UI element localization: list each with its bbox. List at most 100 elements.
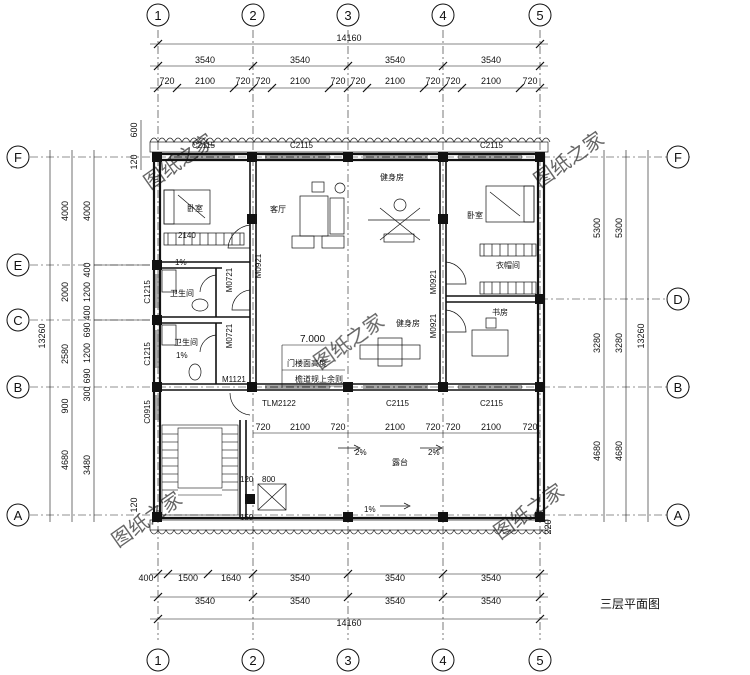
dim-top-sub-4: 720: [255, 76, 270, 86]
dim-top-sub-7: 720: [350, 76, 365, 86]
room-fitness-mid: 健身房: [396, 318, 420, 328]
axis-bubbles: [6, 3, 690, 672]
dim-top-sub-8: 2100: [385, 76, 405, 86]
dim-left-main-1: 4000: [60, 201, 70, 221]
room-living: 客厅: [270, 204, 286, 214]
annotation-labels: 1% 1% 2% 2% 1% 7.000 门楼面高度 檐道规上余则 800 12…: [175, 258, 440, 522]
code-m0721-a: M0721: [225, 267, 234, 292]
room-bedroom-left: 卧室: [187, 203, 203, 213]
top-dimension-text: 14160 3540 3540 3540 3540 720 2100 720 7…: [138, 33, 537, 628]
dim-left-main-5: 4680: [60, 450, 70, 470]
dim-mid-sub-2: 2100: [290, 422, 310, 432]
dim-bottom-bay-4: 3540: [481, 596, 501, 606]
study-furniture: [471, 317, 509, 357]
windows: [155, 155, 522, 420]
left-dimension-lines: [49, 120, 150, 522]
dim-top-sub-3: 720: [235, 76, 250, 86]
dim-right-inner-3: 4680: [592, 441, 602, 461]
room-closet: 衣帽间: [496, 260, 520, 270]
axis-label-col-3: 3: [344, 8, 351, 23]
code-c2115-top-3: C2115: [480, 141, 504, 150]
living-room-furniture: [291, 181, 346, 249]
axis-label-col-5: 5: [536, 8, 543, 23]
dim-bottom-sub-4: 3540: [290, 573, 310, 583]
dim-bottom-bay-3: 3540: [385, 596, 405, 606]
axis-label-row-e: E: [14, 258, 23, 273]
dim-left-inner-1: 4000: [82, 201, 92, 221]
dim-right-overall: 13260: [636, 323, 646, 348]
stairwell: [161, 424, 239, 516]
eave-note: 檐道规上余则: [295, 374, 343, 384]
dim-top-sub-6: 720: [330, 76, 345, 86]
bedroom-left-furniture: [163, 189, 245, 246]
dim-left-inner-5: 690: [82, 322, 92, 337]
room-bath2: 卫生间: [174, 337, 198, 347]
terrace-details: [257, 444, 443, 511]
code-c1215-b: C1215: [143, 342, 152, 366]
axis-label-col-2-bottom: 2: [249, 653, 256, 668]
dim-mid-sub-1: 720: [255, 422, 270, 432]
slope-mark-3: 2%: [355, 448, 367, 457]
dim-left-overall: 13260: [37, 323, 47, 348]
door-height-note: 门楼面高度: [287, 358, 327, 368]
room-labels: 卧室 客厅 健身房 卧室 衣帽间 卫生间 卫生间 健身房 书房 露台: [170, 172, 520, 467]
axis-grid-lines: [30, 30, 690, 640]
axis-label-row-b: B: [14, 380, 23, 395]
dim-top-sub-12: 720: [522, 76, 537, 86]
dim-top-sub-1: 720: [159, 76, 174, 86]
dim-left-inner-6: 1200: [82, 343, 92, 363]
right-dimension-lines: [603, 150, 649, 522]
axis-label-col-4: 4: [439, 8, 446, 23]
code-tlm2122: TLM2122: [262, 399, 296, 408]
width-120: 120: [240, 475, 254, 484]
dim-left-main-3: 2580: [60, 344, 70, 364]
dim-left-top-2: 120: [129, 154, 139, 169]
dim-bottom-sub-3: 1640: [221, 573, 241, 583]
width-150: 150: [240, 513, 254, 522]
code-2140: 2140: [178, 231, 196, 240]
bathroom-fixtures: [161, 269, 209, 381]
dim-mid-sub-6: 720: [445, 422, 460, 432]
room-terrace: 露台: [392, 457, 408, 467]
code-m1121: M1121: [222, 375, 246, 384]
gym-equipment: [359, 198, 430, 367]
drawing-title: 三层平面图: [600, 597, 660, 611]
watermark-5: 图纸之家: [490, 479, 569, 544]
code-c2115-bottom-2: C2115: [480, 399, 504, 408]
dim-bay-2: 3540: [290, 55, 310, 65]
axis-label-row-a: A: [14, 508, 23, 523]
axis-label-col-2: 2: [249, 8, 256, 23]
code-c2115-bottom-1: C2115: [386, 399, 410, 408]
dim-left-inner-7: 690: [82, 368, 92, 383]
dim-left-inner-3: 1200: [82, 282, 92, 302]
annotation-leaders: [281, 344, 350, 387]
code-c2115-top-2: C2115: [290, 141, 314, 150]
dim-mid-sub-7: 2100: [481, 422, 501, 432]
dim-left-inner-2: 400: [82, 262, 92, 277]
dim-bottom-sub-5: 3540: [385, 573, 405, 583]
room-bedroom-right: 卧室: [467, 210, 483, 220]
dim-bottom-bay-2: 3540: [290, 596, 310, 606]
dimension-ticks: [153, 39, 545, 624]
dim-overall-bottom: 14160: [336, 618, 361, 628]
room-fitness-top: 健身房: [380, 172, 404, 182]
slope-mark-4: 2%: [428, 448, 440, 457]
dim-right-main-3: 4680: [614, 441, 624, 461]
dim-left-inner-4: 400: [82, 305, 92, 320]
axis-label-row-c: C: [13, 313, 22, 328]
dim-right-inner-2: 3280: [592, 333, 602, 353]
dim-bay-3: 3540: [385, 55, 405, 65]
code-c0915: C0915: [143, 400, 152, 424]
code-m0721-b: M0721: [225, 323, 234, 348]
dim-top-sub-5: 2100: [290, 76, 310, 86]
axis-label-row-d: D: [673, 292, 682, 307]
element-codes: C2115 C2115 C2115 2140 C2115 C2115 TLM21…: [143, 141, 504, 424]
door-swings: [199, 224, 467, 416]
dim-right-main-2: 3280: [614, 333, 624, 353]
axis-label-col-4-bottom: 4: [439, 653, 446, 668]
axis-label-row-f-right: F: [674, 150, 682, 165]
dim-left-top-1: 600: [129, 122, 139, 137]
dim-left-main-2: 2000: [60, 282, 70, 302]
dim-mid-sub-8: 720: [522, 422, 537, 432]
slope-mark-1: 1%: [175, 258, 187, 267]
